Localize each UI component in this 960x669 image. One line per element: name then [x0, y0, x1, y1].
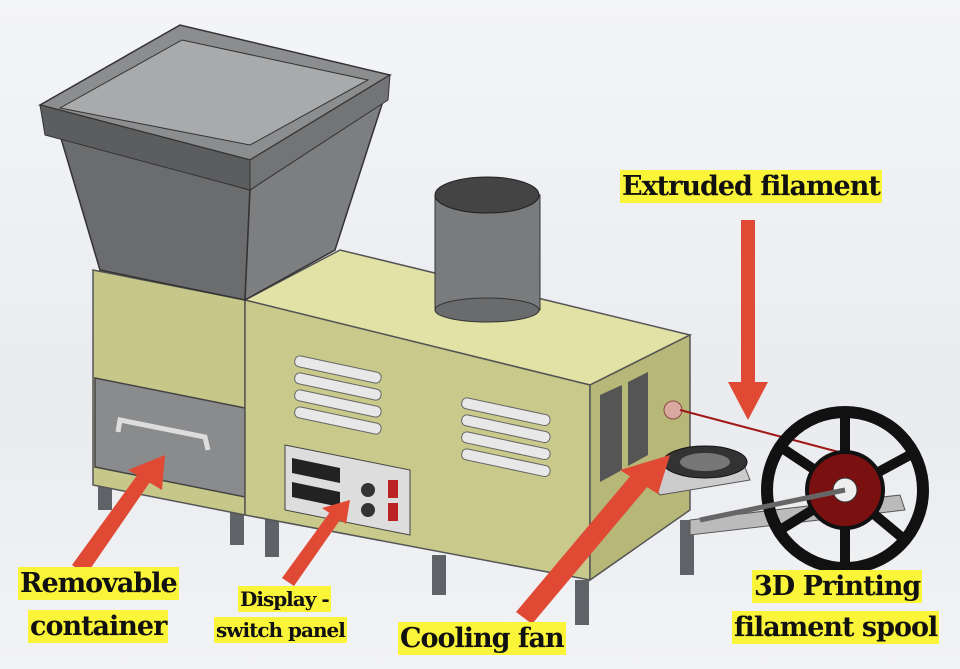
filament-strand	[679, 409, 851, 456]
filament-spool	[699, 406, 929, 574]
side-vent-grille	[600, 372, 648, 482]
display-switch-panel	[284, 444, 411, 536]
label-display-panel-line2: switch panel	[214, 617, 347, 643]
hopper	[38, 24, 392, 302]
label-filament-spool-line1: 3D Printing	[752, 570, 923, 603]
arrow-display-panel	[282, 500, 350, 586]
machine-legs	[98, 470, 694, 625]
vent-louvers	[294, 355, 551, 478]
drawer-handle	[115, 417, 211, 451]
arrow-removable-container	[72, 455, 165, 575]
label-removable-container-line2: container	[28, 610, 169, 643]
label-display-panel-line1: Display -	[238, 586, 331, 612]
label-extruded-filament: Extruded filament	[620, 170, 882, 203]
arrow-cooling-fan	[516, 455, 670, 624]
label-removable-container-line1: Removable	[18, 567, 179, 600]
label-cooling-fan: Cooling fan	[398, 622, 566, 655]
label-filament-spool-line2: filament spool	[732, 611, 940, 644]
annotation-arrows	[72, 220, 768, 624]
extrusion-nozzle	[663, 400, 683, 420]
left-housing	[92, 269, 246, 516]
arrow-extruded-filament	[728, 220, 768, 420]
exhaust-cylinder	[434, 176, 541, 323]
